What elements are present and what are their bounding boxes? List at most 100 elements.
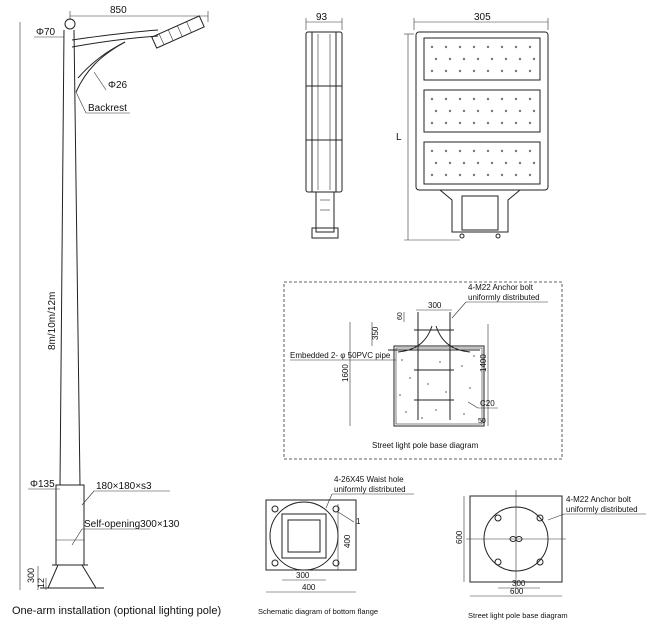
led-chip: [472, 173, 476, 177]
led-chip: [476, 161, 480, 165]
led-chip: [430, 121, 434, 125]
led-chip: [444, 97, 448, 101]
led-chip: [528, 173, 532, 177]
base-height-300: 300: [26, 568, 36, 583]
led-chip: [514, 97, 518, 101]
lamp-side-view: 93: [305, 12, 343, 239]
foundation-caption: Street light pole base diagram: [372, 441, 479, 450]
led-chip: [486, 45, 490, 49]
led-chip: [462, 109, 466, 113]
embedded-pipe-label: Embedded 2- φ 50PVC pipe: [290, 351, 391, 360]
flange-callout-1: 1: [356, 517, 361, 526]
led-chip: [448, 109, 452, 113]
pole-caption: One-arm installation (optional lighting …: [12, 605, 221, 617]
aggregate-dot: [401, 359, 403, 361]
led-chip: [430, 149, 434, 153]
led-chip: [458, 97, 462, 101]
led-chip: [504, 109, 508, 113]
led-chip: [472, 149, 476, 153]
led-chip: [528, 121, 532, 125]
aggregate-dot: [405, 411, 407, 413]
led-chip: [486, 149, 490, 153]
led-chip: [490, 57, 494, 61]
led-chip: [434, 109, 438, 113]
flange-caption: Schematic diagram of bottom flange: [258, 607, 378, 616]
led-chip: [476, 57, 480, 61]
aggregate-dot: [435, 409, 437, 411]
concrete-grade-label: C20: [480, 399, 495, 408]
aggregate-dot: [409, 377, 411, 379]
base-plan-caption: Street light pole base diagram: [468, 611, 568, 620]
led-chip: [528, 149, 532, 153]
led-chip: [532, 57, 536, 61]
foundation-anchor-label: 4-M22 Anchor bolt: [468, 283, 534, 292]
led-chip: [518, 57, 522, 61]
led-chip: [504, 57, 508, 61]
base-width-300: 300: [512, 579, 526, 588]
foundation-section: 300 4-M22 Anchor bolt uniformly distribu…: [283, 281, 563, 460]
led-chip: [528, 69, 532, 73]
flange-height-400: 400: [343, 534, 352, 548]
aggregate-dot: [445, 391, 447, 393]
led-chip: [500, 97, 504, 101]
led-chip: [430, 69, 434, 73]
led-chip: [430, 173, 434, 177]
led-chip: [458, 121, 462, 125]
arm-length-label: 850: [110, 5, 127, 16]
base-height-12: 12: [36, 578, 46, 588]
aggregate-dot: [427, 383, 429, 385]
led-chip: [462, 161, 466, 165]
lamp-length-label: L: [396, 132, 402, 143]
pole-elevation: 850 Φ70 Φ26 Backrest 8m/10m/12m Φ135 180…: [12, 5, 221, 617]
led-chip: [458, 45, 462, 49]
led-chip: [444, 149, 448, 153]
led-chip: [514, 45, 518, 49]
aggregate-dot: [439, 361, 441, 363]
led-chip: [462, 57, 466, 61]
foundation-dim-60: 60: [397, 312, 404, 320]
section-size-label: 180×180×s3: [96, 481, 152, 492]
led-chip: [448, 57, 452, 61]
foundation-dim-350: 350: [371, 326, 380, 340]
led-chip: [500, 121, 504, 125]
led-chip: [500, 173, 504, 177]
led-chip: [472, 69, 476, 73]
led-chips: [430, 45, 536, 177]
led-chip: [532, 161, 536, 165]
led-chip: [486, 97, 490, 101]
aggregate-dot: [473, 355, 475, 357]
led-chip: [444, 173, 448, 177]
led-chip: [486, 121, 490, 125]
led-chip: [514, 69, 518, 73]
arm-diameter-label: Φ26: [108, 80, 128, 91]
led-chip: [472, 45, 476, 49]
aggregate-dot: [469, 387, 471, 389]
led-chip: [472, 121, 476, 125]
led-chip: [434, 57, 438, 61]
led-chip: [504, 161, 508, 165]
led-chip: [514, 149, 518, 153]
pole-height-label: 8m/10m/12m: [47, 292, 58, 350]
led-chip: [490, 109, 494, 113]
led-chip: [532, 109, 536, 113]
flange-width-400: 400: [302, 583, 316, 592]
lamp-front-view: 305 L: [396, 12, 549, 241]
led-chip: [514, 121, 518, 125]
led-chip: [444, 45, 448, 49]
lamp-front-width-label: 305: [474, 12, 491, 23]
aggregate-dot: [461, 365, 463, 367]
base-height-600: 600: [455, 530, 464, 544]
flange-width-300: 300: [296, 571, 310, 580]
led-chip: [430, 45, 434, 49]
concrete-aggregate: [399, 355, 475, 419]
base-anchor-dist: uniformly distributed: [566, 505, 638, 514]
lamp-side-width-label: 93: [316, 12, 328, 23]
led-chip: [528, 97, 532, 101]
flange-holes-label: 4-26X45 Waist hole: [334, 475, 404, 484]
foundation-depth-1400: 1400: [479, 354, 488, 372]
led-chip: [430, 97, 434, 101]
led-chip: [458, 69, 462, 73]
foundation-width-300: 300: [428, 301, 442, 310]
led-chip: [472, 97, 476, 101]
